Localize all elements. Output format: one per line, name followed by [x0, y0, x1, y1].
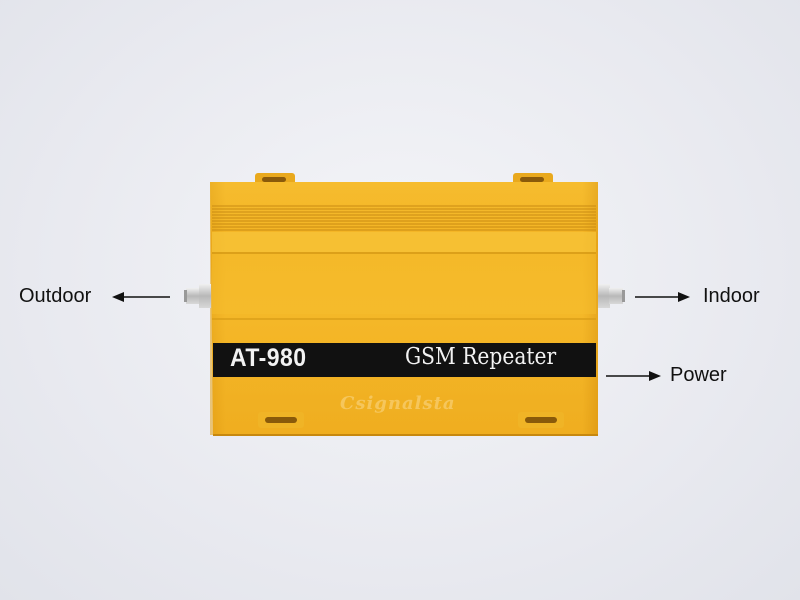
- indoor-label: Indoor: [703, 285, 760, 307]
- heatsink-ribs: [212, 205, 596, 231]
- brand-watermark: Csignalsta: [340, 393, 456, 414]
- outdoor-label: Outdoor: [19, 285, 92, 307]
- outdoor-arrow: [112, 292, 170, 302]
- indoor-connector: [598, 284, 625, 308]
- power-arrow: [606, 371, 661, 381]
- model-number: AT-980: [230, 344, 307, 372]
- outdoor-connector: [184, 284, 211, 308]
- label-plate: [213, 343, 596, 377]
- power-label: Power: [670, 364, 727, 386]
- product-name: GSM Repeater: [405, 344, 557, 370]
- indoor-arrow: [635, 292, 690, 302]
- bottom-mount-tabs: [258, 412, 564, 428]
